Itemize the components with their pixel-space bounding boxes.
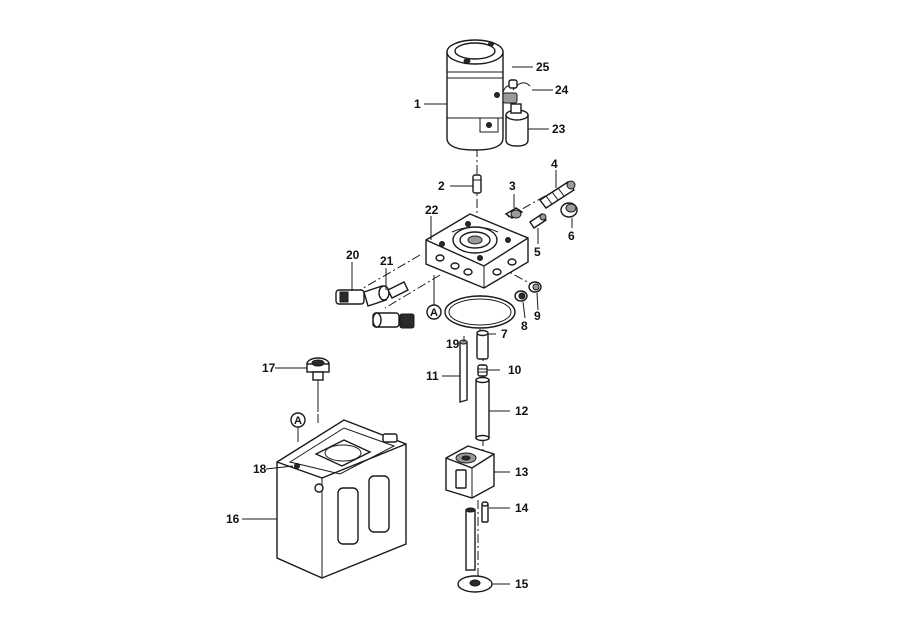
callout-11: 11: [426, 369, 439, 383]
svg-text:A: A: [294, 415, 302, 427]
callout-14: 14: [515, 501, 529, 515]
filler-cap: [306, 357, 330, 412]
screw: [481, 501, 489, 523]
callout-6: 6: [568, 229, 575, 243]
reference-mark-a-block: A: [426, 275, 442, 320]
callout-23: 23: [552, 122, 566, 136]
callout-10: 10: [508, 363, 522, 377]
small-valve: [529, 213, 547, 229]
callout-8: 8: [521, 319, 528, 333]
suction-tube: [475, 376, 490, 442]
coupling-pin: [472, 174, 482, 194]
callout-20: 20: [346, 248, 360, 262]
valve-block: [425, 213, 529, 289]
callout-25: 25: [536, 60, 550, 74]
motor: [446, 39, 504, 151]
check-valve: [504, 207, 524, 219]
cap-plug: [560, 202, 578, 218]
plug-8: [514, 290, 528, 302]
callout-9: 9: [534, 309, 541, 323]
o-ring: [444, 295, 516, 329]
long-bolt: [465, 507, 476, 571]
callout-15: 15: [515, 577, 529, 591]
gear-pump: [445, 445, 495, 499]
callout-22: 22: [425, 203, 439, 217]
callout-16: 16: [226, 512, 240, 526]
capacitor-assembly: [502, 79, 531, 147]
callout-1: 1: [414, 97, 421, 111]
callout-24: 24: [555, 83, 569, 97]
callout-4: 4: [551, 157, 558, 171]
callout-13: 13: [515, 465, 529, 479]
fitting: [476, 329, 489, 360]
reference-mark-a-tank: A: [290, 412, 306, 442]
leader-lines: [242, 66, 573, 585]
svg-text:A: A: [430, 307, 438, 319]
callout-3: 3: [509, 179, 516, 193]
callout-19: 19: [446, 337, 460, 351]
callout-12: 12: [515, 404, 529, 418]
callout-2: 2: [438, 179, 445, 193]
callout-7: 7: [501, 327, 508, 341]
relief-valve: [538, 180, 576, 209]
return-tube: [459, 339, 468, 403]
callout-21: 21: [380, 254, 394, 268]
oil-tank: [276, 419, 407, 579]
nipple: [477, 364, 488, 377]
solenoid-valve-upper: [335, 281, 409, 307]
strainer-disc: [457, 575, 493, 593]
plug-9: [528, 281, 542, 293]
callout-5: 5: [534, 245, 541, 259]
callout-18: 18: [253, 462, 267, 476]
callout-17: 17: [262, 361, 276, 375]
callout-labels: 1 2 3 4 5 6 7 8 9 10 11 12 13 14 15 16 1…: [226, 60, 575, 591]
solenoid-valve-lower: [372, 312, 415, 329]
